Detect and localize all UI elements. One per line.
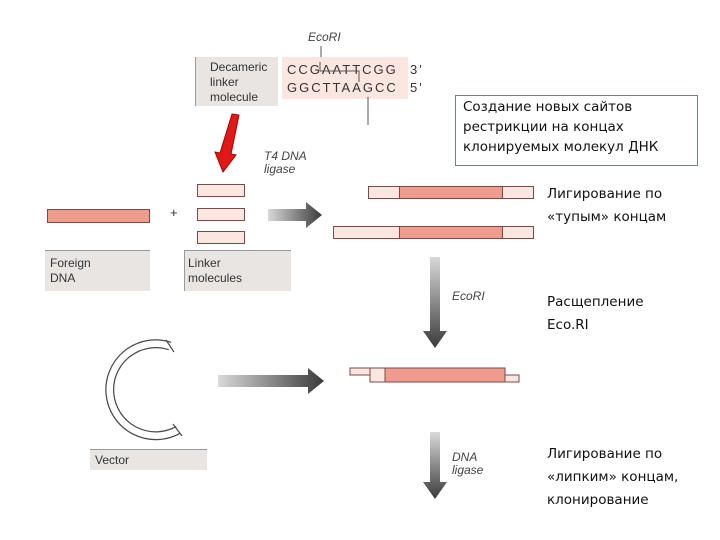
new-sites-line-1: Создание новых сайтов: [463, 99, 633, 115]
ligated-dna-1-left-linker: [368, 186, 400, 199]
sticky-end-fragment: [349, 367, 520, 383]
step-sticky-line-2: «липким» концам,: [547, 469, 679, 485]
dna-ligase-line-1: DNA: [452, 450, 478, 464]
ligated-dna-2-right-linker: [502, 226, 534, 239]
ecori-label-mid: EcoRI: [452, 289, 485, 303]
linker-molecules-label-2: molecules: [188, 271, 243, 285]
linker-molecule-2: [197, 208, 245, 221]
sequence-bottom-end: 5': [410, 80, 424, 95]
vector-ring: [105, 339, 183, 441]
t4-ligase-line-2: ligase: [264, 162, 296, 176]
red-arrow: [214, 113, 240, 174]
step-blunt-line-2: «тупым» концам: [547, 209, 667, 225]
new-sites-line-2: рестрикции на концах: [463, 119, 624, 135]
linker-molecule-1: [197, 184, 245, 197]
plus-sign: +: [170, 205, 178, 220]
sequence-top-strand: CCGAATTCGG: [287, 62, 398, 77]
linker-molecule-3: [197, 231, 245, 244]
gradient-arrow-down-1: [423, 257, 447, 348]
gradient-arrow-down-2: [423, 432, 447, 499]
new-sites-line-3: клонируемых молекул ДНК: [463, 139, 659, 155]
linker-molecules-label-box: [184, 250, 291, 291]
ligated-dna-2-left-linker: [333, 226, 400, 239]
foreign-dna-bar: [47, 209, 150, 223]
sequence-box: [282, 57, 408, 99]
foreign-dna-label-2: DNA: [50, 271, 76, 285]
vector-label-box: [90, 449, 207, 470]
linker-molecule-label: [195, 57, 278, 106]
sequence-top-end: 3': [410, 62, 424, 77]
ligated-dna-2-insert: [399, 226, 503, 239]
ligated-dna-1-insert: [399, 186, 503, 199]
step-blunt-line-1: Лигирование по: [547, 186, 663, 202]
linker-molecule-line-2: linker: [210, 75, 239, 89]
cut-site-marks: [319, 62, 369, 125]
step-sticky-line-3: клонирование: [547, 492, 649, 508]
sequence-bottom-strand: GGCTTAAGCC: [287, 80, 398, 95]
step-sticky-line-1: Лигирование по: [547, 446, 663, 462]
step-cut-line-2: Eco.RI: [547, 317, 589, 333]
vector-label: Vector: [95, 453, 130, 467]
ecori-label-top: EcoRI: [308, 30, 341, 44]
t4-ligase-line-1: T4 DNA: [264, 149, 307, 163]
ligated-dna-1-right-linker: [502, 186, 534, 199]
dna-ligase-line-2: ligase: [452, 463, 484, 477]
foreign-dna-label-box: [45, 250, 150, 291]
step-cut-line-1: Расщепление: [547, 294, 644, 310]
linker-molecule-line-3: molecule: [210, 90, 259, 104]
new-sites-box: [455, 95, 698, 166]
gradient-arrow-right-top: [268, 202, 322, 228]
gradient-arrow-right-bottom: [218, 368, 324, 394]
foreign-dna-label-1: Foreign: [50, 256, 91, 270]
linker-molecules-label-1: Linker: [188, 256, 221, 270]
linker-molecule-line-1: Decameric: [210, 60, 268, 74]
